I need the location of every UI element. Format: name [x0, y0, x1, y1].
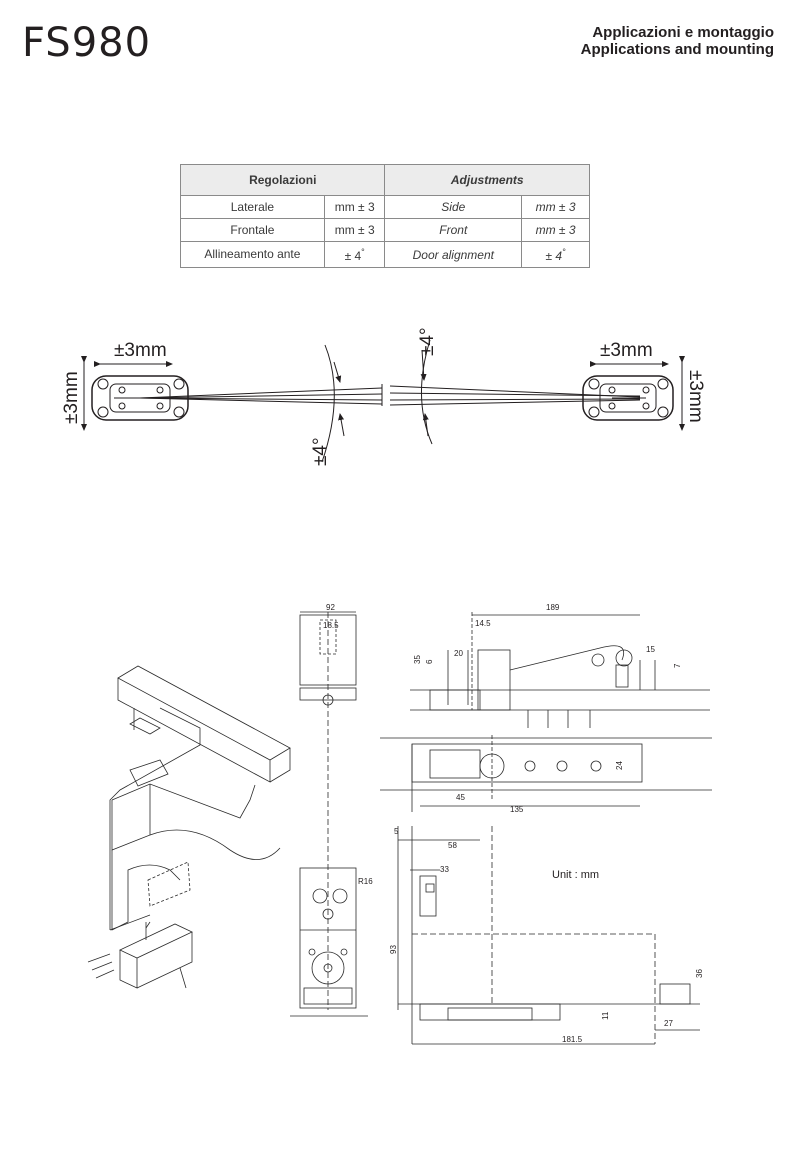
row-label-it: Frontale	[180, 218, 325, 242]
dim-58: 58	[448, 841, 457, 850]
degree-symbol: °	[562, 246, 566, 257]
plan-view	[380, 735, 712, 812]
dim-35: 35	[413, 655, 422, 664]
value-text: ± 4	[344, 248, 362, 263]
row-label-en: Door alignment	[384, 241, 523, 268]
table-row: Frontale mm ± 3 Front mm ± 3	[180, 218, 590, 242]
table-header-row: Regolazioni Adjustments	[179, 164, 590, 196]
dim-93: 93	[389, 945, 398, 954]
dim-189: 189	[546, 603, 560, 612]
dim-15: 15	[646, 645, 655, 654]
side-elevation-view	[290, 611, 368, 1017]
section-title-en: Applications and mounting	[580, 41, 774, 58]
right-pivot-plate	[582, 375, 674, 421]
right-angle-label: ±4°	[417, 327, 438, 356]
dim-92: 92	[326, 603, 335, 612]
dim-36: 36	[695, 969, 704, 978]
row-value-it: ± 4°	[323, 241, 386, 268]
right-horizontal-label: ±3mm	[600, 340, 653, 361]
dim-5: 5	[394, 827, 399, 836]
unit-label: Unit : mm	[552, 869, 599, 881]
isometric-exploded-view	[87, 665, 291, 989]
dim-18-5: 18.5	[323, 621, 339, 630]
row-label-it: Allineamento ante	[180, 241, 325, 268]
front-elevation-view	[397, 826, 700, 1045]
degree-symbol: °	[361, 246, 365, 257]
right-vertical-label: ±3mm	[685, 370, 706, 423]
dim-24: 24	[615, 761, 624, 770]
dim-20: 20	[454, 649, 463, 658]
left-horizontal-label: ±3mm	[114, 340, 167, 361]
dim-27: 27	[664, 1019, 673, 1028]
dim-45: 45	[456, 793, 465, 802]
table-head-en: Adjustments	[384, 164, 590, 196]
row-label-it: Laterale	[180, 195, 325, 219]
model-title: FS980	[22, 20, 152, 66]
left-vertical-label: ±3mm	[61, 371, 82, 424]
row-value-it: mm ± 3	[323, 195, 386, 219]
adjustments-table: Regolazioni Adjustments Laterale mm ± 3 …	[179, 164, 590, 268]
row-value-en: mm ± 3	[521, 218, 590, 242]
dim-14-5: 14.5	[475, 619, 491, 628]
dim-135: 135	[510, 805, 524, 814]
dim-11: 11	[601, 1011, 610, 1020]
dim-7: 7	[673, 663, 682, 668]
left-angle-label: ±4°	[310, 437, 331, 466]
dim-33: 33	[440, 865, 449, 874]
table-row: Allineamento ante ± 4° Door alignment ± …	[180, 241, 590, 268]
top-section-view	[410, 612, 710, 728]
dim-6: 6	[425, 659, 434, 664]
row-value-en: mm ± 3	[521, 195, 590, 219]
row-value-en: ± 4°	[521, 241, 590, 268]
value-text: ± 4	[545, 248, 563, 263]
dim-r16: R16	[358, 877, 373, 886]
section-title-it: Applicazioni e montaggio	[592, 24, 774, 41]
section-header: Applicazioni e montaggio Applications an…	[581, 24, 774, 58]
row-label-en: Side	[384, 195, 523, 219]
dim-181-5: 181.5	[562, 1035, 583, 1044]
table-row: Laterale mm ± 3 Side mm ± 3	[180, 195, 590, 219]
row-value-it: mm ± 3	[323, 218, 386, 242]
